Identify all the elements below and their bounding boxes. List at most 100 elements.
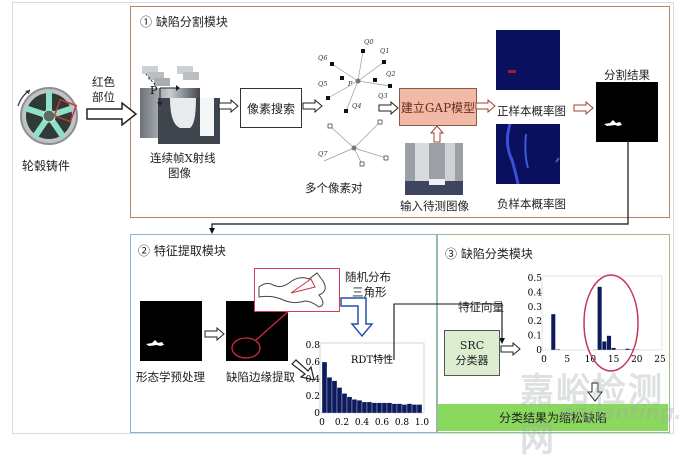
watermark-sub: anjianting.com (560, 400, 680, 424)
bar (416, 404, 423, 414)
outer-frame (12, 2, 674, 434)
bar (331, 380, 338, 414)
q-label: Q2 (386, 70, 395, 78)
bar (606, 335, 612, 351)
module1-title: ① 缺陷分割模块 (140, 15, 228, 29)
bar (321, 361, 328, 414)
edge-extraction-label: 缺陷边缘提取 (226, 370, 295, 384)
src-classifier-box: SRC 分类器 (444, 330, 500, 376)
y-tick-label: 0.6 (306, 358, 321, 368)
bar (601, 341, 607, 351)
gap-model-box: 建立GAP模型 (399, 88, 477, 126)
q-label: Q5 (318, 80, 327, 88)
pixel-pairs-diagram: Q0 Q1 Q2 Q3 Q4 Q5 Q6 Q7 P (318, 38, 395, 167)
x-tick-label: 25 (654, 355, 666, 365)
x-tick-label: 0 (319, 418, 325, 428)
segmentation-result-label: 分割结果 (604, 68, 650, 82)
rdt-title: RDT特性 (351, 353, 393, 366)
arrow-icon (204, 327, 225, 341)
triangle-label-1: 随机分布 (345, 270, 391, 284)
bar (376, 402, 383, 414)
x-tick-label: 0.6 (375, 418, 390, 428)
src-label-1: SRC (459, 339, 485, 352)
q-label: Q3 (378, 92, 387, 100)
y-tick-label: 0 (314, 409, 320, 419)
bar (381, 402, 388, 414)
x-tick-label: 1.0 (415, 418, 430, 428)
big-arrow-icon (86, 102, 138, 126)
negative-probability-map (496, 124, 560, 184)
up-arrow-icon (430, 125, 444, 143)
arrow-icon (475, 99, 496, 113)
bar (326, 377, 333, 414)
q-label: Q4 (352, 102, 361, 110)
classification-result-bar: 分类结果为缩松缺陷 (438, 404, 668, 431)
module-feature-extraction (130, 234, 437, 433)
xray-label-2: 图像 (168, 166, 191, 180)
x-tick-label: 0.2 (335, 418, 349, 428)
y-tick-label: 0 (536, 346, 542, 356)
bar (625, 348, 630, 351)
x-tick-label: 0 (541, 355, 547, 365)
morphology-image (140, 301, 202, 361)
y-tick-label: 0.2 (306, 392, 320, 402)
bar (620, 349, 626, 351)
arrow-icon (302, 99, 323, 113)
positive-map-label: 正样本概率图 (497, 104, 566, 118)
positive-probability-map (496, 30, 560, 90)
y-tick-label: 0.4 (306, 375, 321, 385)
bar (396, 403, 403, 414)
bar (366, 401, 373, 414)
bar (555, 349, 561, 351)
feature-vector-label: 特征向量 (458, 300, 504, 314)
q-label: Q6 (318, 54, 327, 62)
y-tick-label: 0.8 (306, 341, 321, 351)
bar (634, 349, 640, 351)
segmentation-result-image (596, 82, 658, 142)
q-label: Q7 (318, 150, 328, 158)
arrow-icon (378, 101, 399, 115)
bar (611, 347, 616, 351)
point-p-label: P (150, 84, 158, 97)
bar (615, 349, 621, 351)
bar (597, 286, 603, 351)
edge-detail-box (254, 268, 340, 312)
red-region-label-1: 红色 (92, 75, 115, 89)
bar (592, 349, 598, 351)
bar (386, 402, 393, 414)
input-image-label: 输入待测图像 (400, 199, 469, 213)
xray-frames-image: P (140, 66, 220, 144)
negative-map-label: 负样本概率图 (497, 197, 566, 211)
feature-vector-connector (393, 303, 505, 360)
triangle-label-2: 三角形 (352, 285, 387, 299)
zoom-callout (231, 309, 291, 359)
x-tick-label: 0.4 (355, 418, 370, 428)
x-tick-label: 10 (585, 355, 597, 365)
x-tick-label: 0.8 (395, 418, 410, 428)
wheel-casting-image (17, 87, 78, 145)
bar (371, 402, 378, 414)
xray-label-1: 连续帧X射线 (150, 151, 216, 165)
bar (336, 387, 343, 414)
src-label-2: 分类器 (455, 354, 489, 367)
bar (341, 393, 348, 414)
bar (391, 403, 398, 414)
y-tick-label: 0.1 (528, 332, 542, 342)
highlight-ellipse (583, 274, 639, 372)
x-tick-label: 20 (631, 355, 643, 365)
bar (346, 396, 353, 414)
pixel-pairs-label: 多个像素对 (305, 181, 363, 195)
bar (629, 348, 635, 351)
arrow-icon (573, 101, 594, 115)
bar (356, 400, 363, 414)
red-region-label-2: 部位 (92, 90, 115, 104)
y-tick-label: 0.5 (528, 274, 543, 284)
q-label: Q1 (380, 47, 389, 55)
y-tick-label: 0.2 (528, 317, 542, 327)
down-arrow-icon (587, 382, 603, 402)
p-center-label: P (347, 80, 353, 88)
bar (361, 401, 368, 414)
module-classification (437, 234, 670, 433)
diagonal-arrow-icon (291, 359, 315, 381)
